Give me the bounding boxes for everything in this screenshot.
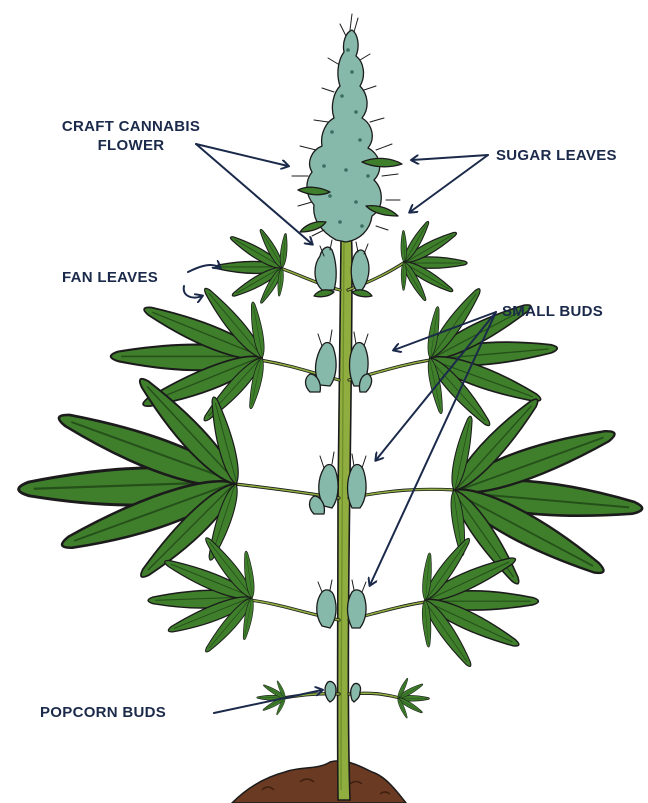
label-sugar-leaves: SUGAR LEAVES (496, 146, 617, 165)
label-popcorn-buds: POPCORN BUDS (40, 703, 166, 722)
top-cola (292, 14, 402, 242)
fan-leaf-fourth-right (419, 535, 538, 670)
soil (232, 761, 406, 803)
fan-leaf-third-left (18, 372, 245, 585)
arrow-fan-leaves-1 (188, 265, 220, 272)
fan-leaf-upper-left (216, 228, 289, 306)
label-small-buds: SMALL BUDS (502, 302, 603, 321)
label-craft-flower-line2: FLOWER (42, 136, 220, 155)
label-fan-leaves: FAN LEAVES (62, 268, 158, 287)
fan-leaf-upper-right (400, 219, 467, 302)
arrow-fan-leaves-2 (184, 286, 202, 298)
arrow-craft-flower-buds (196, 144, 312, 244)
arrow-sugar-leaves-bottom (410, 155, 488, 212)
fan-leaf-second-left (111, 284, 268, 426)
label-craft-flower: CRAFT CANNABIS FLOWER (42, 117, 220, 155)
arrow-popcorn-buds (214, 690, 322, 713)
label-craft-flower-line1: CRAFT CANNABIS (42, 117, 220, 136)
arrow-sugar-leaves-top (412, 155, 488, 160)
fan-leaf-third-right (446, 392, 644, 589)
fan-leaf-bottom-right (396, 677, 429, 719)
